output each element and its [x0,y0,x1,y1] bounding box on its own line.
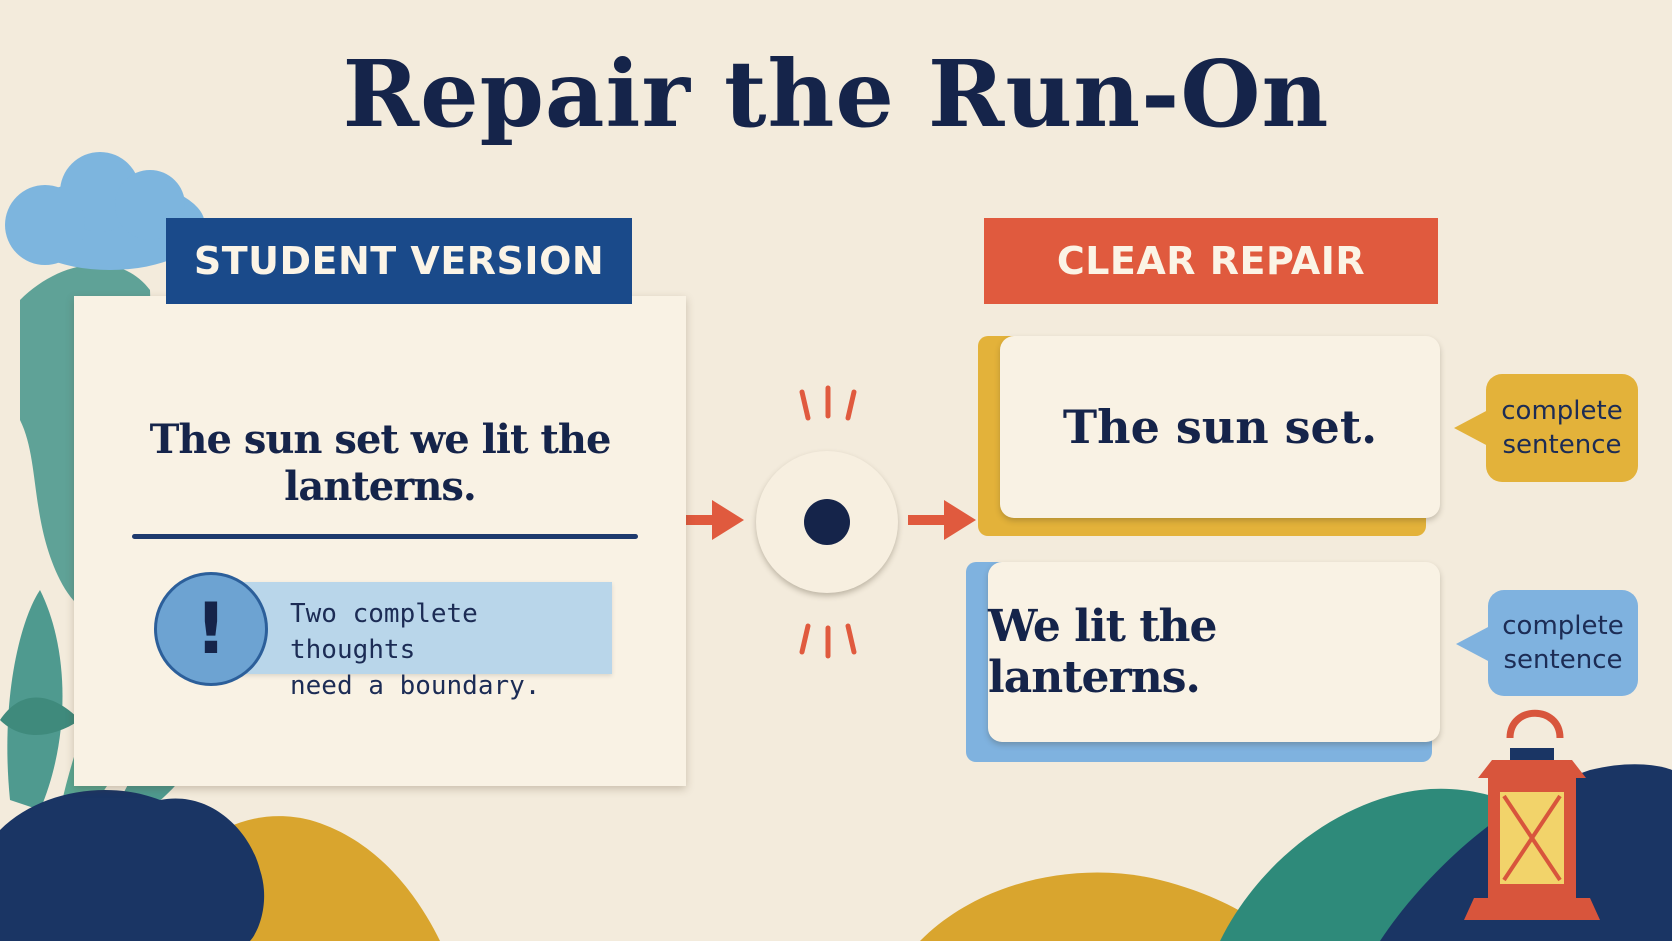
period-dot-icon [804,499,850,545]
radiating-lines-icon [799,385,857,659]
page-title: Repair the Run-On [342,40,1330,148]
lantern-icon [1464,709,1600,920]
repair-sentence-card: The sun set. [1000,336,1440,518]
tag-pointer [1456,626,1490,662]
repair-sentence-card: We lit the lanterns. [988,562,1440,742]
arrow-right-icon [676,500,744,540]
tag-line: sentence [1503,645,1623,675]
note-line: Two complete thoughts [290,599,478,665]
hill-icon [920,872,1280,941]
complete-sentence-tag: complete sentence [1486,374,1638,482]
divider [132,534,638,539]
exclamation-icon: ! [154,572,268,686]
cloud-icon [5,152,205,270]
arrow-right-icon [908,500,976,540]
note-strip [236,582,612,674]
note-text: Two complete thoughts need a boundary. [290,596,590,704]
note-line: need a boundary. [290,671,541,701]
tag-pointer [1454,410,1488,446]
complete-sentence-tag: complete sentence [1488,590,1638,696]
hill-icon [0,790,265,941]
student-version-banner: STUDENT VERSION [166,218,632,304]
boundary-hub [756,451,898,593]
student-sentence: The sun set we lit the lanterns. [149,416,612,510]
tag-line: complete [1501,396,1623,426]
clear-repair-banner: CLEAR REPAIR [984,218,1438,304]
tag-line: sentence [1502,430,1622,460]
student-paper [74,296,686,786]
tag-line: complete [1502,611,1624,641]
